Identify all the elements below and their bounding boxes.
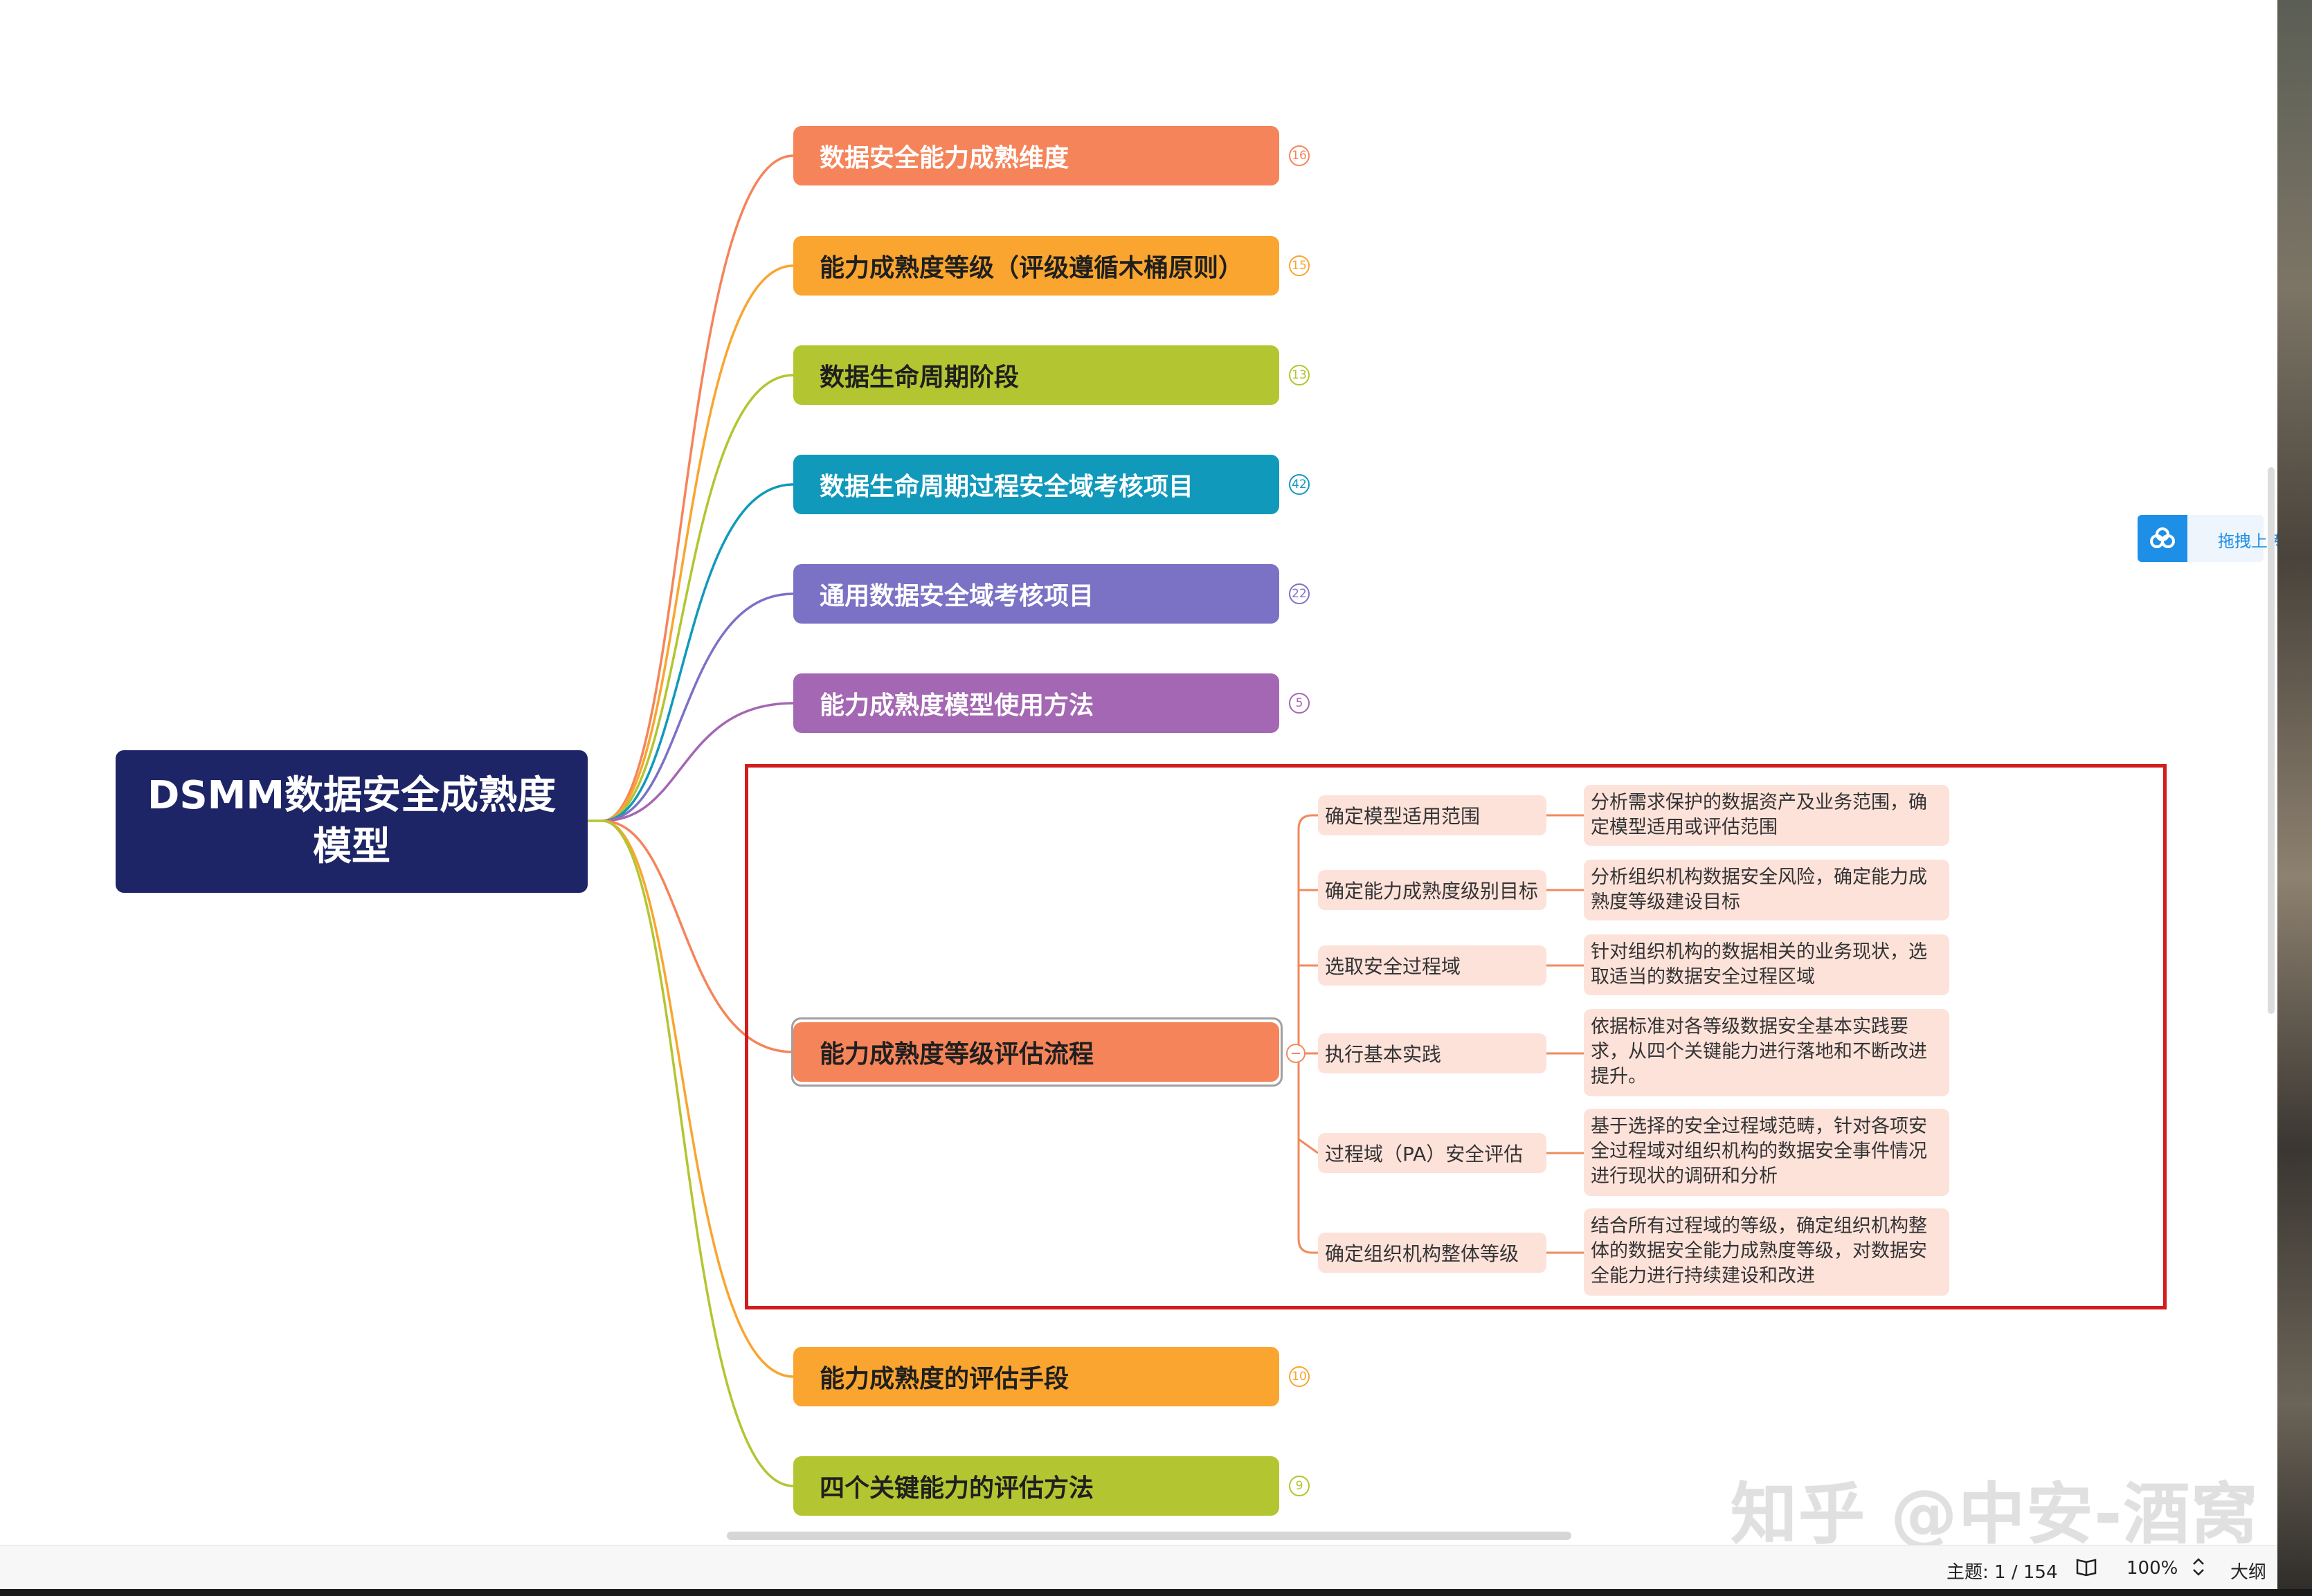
outline-button[interactable]: 大纲 [2230,1562,2267,1583]
branch-topic-8[interactable]: 能力成熟度的评估手段 [793,1347,1279,1406]
branch-count-badge-4[interactable]: 42 [1289,474,1310,495]
process-desc-6[interactable]: 结合所有过程域的等级，确定组织机构整体的数据安全能力成熟度等级，对数据安全能力进… [1584,1208,1949,1296]
zoom-stepper-icon[interactable] [2190,1555,2207,1579]
process-desc-3[interactable]: 针对组织机构的数据相关的业务现状，选取适当的数据安全过程区域 [1584,934,1949,995]
vertical-scrollbar[interactable] [2268,467,2275,1014]
branch-topic-2[interactable]: 能力成熟度等级（评级遵循木桶原则） [793,236,1279,296]
branch-count-badge-8[interactable]: 10 [1289,1366,1310,1387]
root-topic[interactable]: DSMM数据安全成熟度模型 [116,750,588,893]
process-step-4[interactable]: 执行基本实践 [1318,1033,1546,1073]
branch-count-badge-6[interactable]: 5 [1289,693,1310,714]
branch-topic-3[interactable]: 数据生命周期阶段 [793,345,1279,405]
window-bottom-edge [0,1589,2312,1596]
branch-count-badge-9[interactable]: 9 [1289,1476,1310,1496]
branch-count-badge-3[interactable]: 13 [1289,365,1310,386]
process-step-3[interactable]: 选取安全过程域 [1318,945,1546,986]
branch-count-badge-5[interactable]: 22 [1289,583,1310,604]
collapse-toggle-icon[interactable] [1286,1044,1306,1063]
process-step-5[interactable]: 过程域（PA）安全评估 [1318,1133,1546,1173]
status-bar: 主题: 1 / 154 100% 大纲 [0,1545,2277,1590]
branch-topic-7-selected[interactable]: 能力成熟度等级评估流程 [793,1022,1279,1082]
branch-count-badge-2[interactable]: 15 [1289,255,1310,276]
branch-topic-4[interactable]: 数据生命周期过程安全域考核项目 [793,455,1279,514]
process-step-1[interactable]: 确定模型适用范围 [1318,795,1546,835]
process-step-6[interactable]: 确定组织机构整体等级 [1318,1233,1546,1273]
branch-topic-9[interactable]: 四个关键能力的评估方法 [793,1456,1279,1516]
cloud-upload-icon[interactable] [2138,515,2187,562]
process-desc-1[interactable]: 分析需求保护的数据资产及业务范围，确定模型适用或评估范围 [1584,785,1949,846]
horizontal-scrollbar[interactable] [727,1532,1571,1540]
selection-outline [791,1017,1283,1087]
branch-count-badge-1[interactable]: 16 [1289,145,1310,166]
branch-topic-6[interactable]: 能力成熟度模型使用方法 [793,673,1279,733]
process-step-2[interactable]: 确定能力成熟度级别目标 [1318,870,1546,910]
highlight-box [745,764,2167,1309]
desktop-background-strip [2277,0,2312,1596]
topic-counter: 主题: 1 / 154 [1947,1562,2058,1583]
process-desc-2[interactable]: 分析组织机构数据安全风险，确定能力成熟度等级建设目标 [1584,860,1949,921]
process-desc-4[interactable]: 依据标准对各等级数据安全基本实践要求，从四个关键能力进行落地和不断改进提升。 [1584,1009,1949,1096]
watermark: 知乎 @中安-酒窝 [1731,1476,2259,1553]
book-icon[interactable] [2075,1555,2097,1577]
branch-topic-5[interactable]: 通用数据安全域考核项目 [793,564,1279,624]
zoom-level[interactable]: 100% [2126,1558,2178,1579]
process-desc-5[interactable]: 基于选择的安全过程域范畴，针对各项安全过程域对组织机构的数据安全事件情况进行现状… [1584,1109,1949,1196]
drag-upload-widget[interactable]: 拖拽上传 [2138,515,2284,562]
branch-topic-1[interactable]: 数据安全能力成熟维度 [793,126,1279,185]
